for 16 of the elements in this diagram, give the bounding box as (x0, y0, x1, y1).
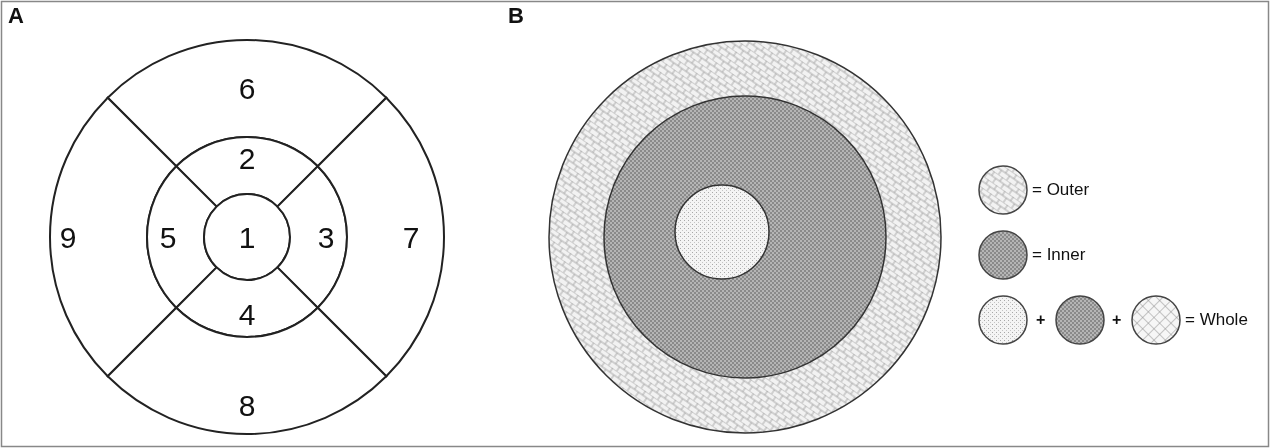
sector-number: 4 (238, 298, 256, 331)
plus-sign: + (1112, 311, 1122, 329)
sector-number: 5 (159, 221, 177, 254)
plus-sign: + (1036, 311, 1046, 329)
panel-label: A (8, 5, 24, 27)
sector-number: 1 (238, 221, 256, 254)
panel-label: B (508, 5, 524, 27)
sector-number: 2 (238, 142, 256, 175)
legend-label: = Outer (1032, 180, 1090, 200)
sector-number: 6 (238, 72, 256, 105)
legend-label: = Inner (1032, 245, 1086, 265)
legend-label: = Whole (1185, 310, 1248, 330)
sector-number: 7 (402, 221, 420, 254)
sector-number: 9 (59, 221, 77, 254)
sector-number: 3 (317, 221, 335, 254)
sector-number: 8 (238, 389, 256, 422)
